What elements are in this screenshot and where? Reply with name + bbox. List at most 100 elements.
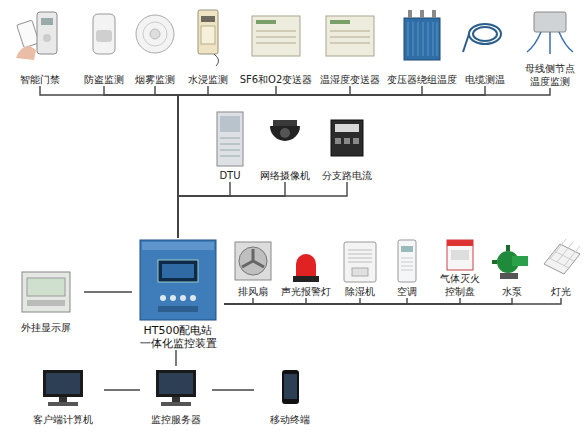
node-label: 电缆测温: [465, 73, 505, 86]
smoke-detector-icon: [143, 22, 167, 46]
server-computer-icon: [161, 402, 191, 406]
humidity-transmitter-icon: [330, 42, 370, 44]
access-control-icon: [43, 34, 51, 42]
connector-line: [178, 182, 285, 238]
sf6-transmitter-icon: [256, 36, 296, 38]
humidity-transmitter-icon: [330, 30, 370, 32]
device-box: 监控服务器: [140, 366, 212, 426]
air-conditioner-icon: [398, 240, 416, 282]
dehumidifier-icon: [344, 242, 376, 282]
server-computer-icon: [156, 370, 196, 397]
connector-line: [178, 86, 276, 238]
current-module-icon: [335, 124, 359, 132]
external-display-icon: [22, 272, 70, 312]
connector-line: [224, 298, 253, 304]
connector-line: [224, 298, 306, 304]
current-module-icon: [331, 120, 363, 156]
connector-line: [104, 86, 178, 238]
transformer-icon: [432, 10, 436, 18]
alarm-light-icon: [296, 254, 316, 276]
device-box: 客户端计算机: [22, 366, 104, 426]
exhaust-fan-icon: [235, 242, 271, 280]
transformer-icon: [408, 22, 437, 56]
node-label: 气体灭火 控制盘: [432, 272, 488, 298]
node-label: 外挂显示屏: [21, 321, 71, 334]
device-box: 防盗监测: [80, 6, 128, 86]
node-label: 变压器绕组温度: [387, 73, 457, 86]
node-label: 温湿度变送器: [320, 73, 380, 86]
mobile-phone-icon: [284, 374, 297, 399]
alarm-light-icon: [293, 254, 319, 282]
device-box: 智能门禁: [12, 6, 68, 86]
ht500-device-icon: [140, 240, 216, 320]
device-box: 烟雾监测: [132, 6, 178, 86]
humidity-transmitter-icon: [326, 16, 374, 56]
connector-line: [84, 291, 132, 292]
device-box: 声光报警灯: [279, 236, 333, 298]
node-label: 烟雾监测: [135, 73, 175, 86]
ht500-device-icon: [190, 295, 196, 301]
device-box: 移动终端: [254, 366, 326, 426]
connector-line: [178, 88, 550, 238]
transformer-icon: [404, 10, 440, 60]
dehumidifier-icon: [348, 250, 372, 262]
intrusion-sensor-icon: [96, 30, 112, 42]
cable-sensor-icon: [463, 24, 501, 52]
intrusion-sensor-icon: [93, 14, 115, 54]
humidity-transmitter-icon: [330, 20, 350, 24]
node-label: 排风扇: [238, 285, 268, 298]
gas-extinguish-panel-icon: [447, 240, 473, 270]
device-box: 分支路电流: [316, 108, 378, 182]
cable-sensor-icon: [469, 24, 501, 44]
dtu-cabinet-icon: [220, 116, 240, 132]
light-panel-icon: [549, 239, 580, 268]
dehumidifier-icon: [352, 268, 368, 276]
node-label: 水浸监测: [188, 73, 228, 86]
node-label: 客户端计算机: [33, 413, 93, 426]
current-module-icon: [344, 138, 350, 144]
water-pump-icon: [512, 256, 528, 266]
sf6-transmitter-icon: [252, 16, 300, 56]
client-computer-icon: [43, 370, 83, 397]
connector-line: [178, 182, 347, 238]
device-box: 母线侧节点 温度监测: [520, 6, 580, 88]
node-label: 防盗监测: [84, 73, 124, 86]
dtu-cabinet-icon: [217, 112, 243, 166]
node-label: SF6和O2变送器: [240, 73, 313, 86]
connector-line: [212, 389, 254, 390]
device-box: 电缆测温: [462, 6, 508, 86]
ht500-device-icon: [162, 264, 194, 278]
connector-line: [178, 86, 350, 238]
camera-icon: [280, 128, 290, 138]
ht500-device-icon: [140, 240, 216, 320]
node-label: DTU: [219, 169, 240, 182]
water-sensor-icon: [214, 54, 219, 66]
light-panel-icon: [544, 244, 580, 274]
smoke-detector-icon: [136, 15, 174, 53]
smoke-detector-icon: [136, 15, 174, 53]
water-sensor-icon: [201, 26, 215, 44]
device-box: SF6和O2变送器: [236, 6, 316, 86]
air-conditioner-icon: [401, 246, 413, 252]
device-box: 空调: [388, 236, 426, 298]
access-control-icon: [17, 20, 40, 48]
connector-line: [224, 298, 360, 304]
device-box: 水泵: [490, 236, 534, 298]
node-label: 智能门禁: [20, 73, 60, 86]
connector-line: [104, 389, 140, 390]
external-display-icon: [22, 272, 70, 312]
air-conditioner-icon: [398, 240, 416, 282]
node-label: 分支路电流: [322, 169, 372, 182]
smoke-detector-icon: [150, 29, 160, 39]
server-computer-icon: [172, 397, 180, 402]
air-conditioner-icon: [401, 258, 413, 270]
node-label: 水泵: [502, 285, 522, 298]
camera-icon: [270, 126, 300, 141]
alarm-light-icon: [293, 276, 319, 282]
current-module-icon: [331, 120, 363, 156]
water-pump-icon: [500, 273, 518, 279]
node-label: 灯光: [551, 285, 571, 298]
water-sensor-icon: [198, 10, 218, 54]
